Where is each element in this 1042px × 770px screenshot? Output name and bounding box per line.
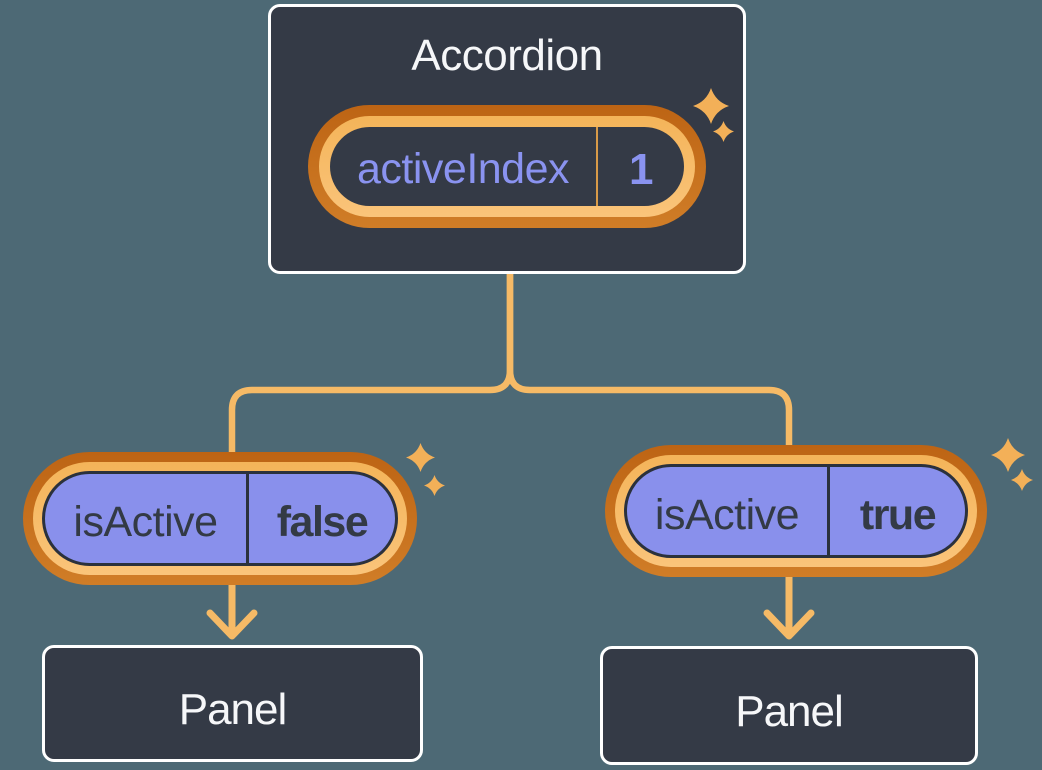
- prop-pill-divider: [827, 467, 830, 555]
- prop-value: false: [276, 498, 369, 546]
- prop-name-label: isActive: [654, 490, 800, 539]
- state-pill-core: activeIndex 1: [330, 127, 684, 206]
- state-pill-inner-ring: activeIndex 1: [319, 116, 695, 217]
- sparkle-icon: [693, 88, 729, 124]
- panel-title: Panel: [735, 686, 844, 736]
- prop-pill-inner-ring: isActive true: [615, 455, 977, 567]
- sparkle-icon: [424, 475, 445, 496]
- state-name-label: activeIndex: [356, 145, 570, 193]
- wire-accordion-to-right-pill: [506, 270, 793, 449]
- sparkle-icon: [1011, 469, 1033, 491]
- prop-name-label: isActive: [73, 498, 218, 546]
- sparkle-icon: [406, 443, 435, 472]
- accordion-title: Accordion: [411, 31, 603, 80]
- sparkle-icon: [713, 121, 734, 142]
- prop-pill-inner-ring: isActive false: [33, 462, 407, 575]
- panel-node-left: Panel: [42, 645, 423, 762]
- prop-pill-divider: [246, 474, 249, 563]
- prop-pill-isactive-left: isActive false: [23, 452, 417, 585]
- sparkle-icon: [991, 438, 1025, 472]
- state-value: 1: [629, 144, 653, 194]
- state-pill-divider: [596, 127, 598, 206]
- panel-node-right: Panel: [600, 646, 978, 765]
- prop-pill-core: isActive true: [624, 464, 968, 558]
- prop-pill-core: isActive false: [42, 471, 398, 566]
- arrow-right-pill-to-panel: [763, 573, 815, 640]
- panel-title: Panel: [178, 684, 288, 734]
- accordion-component-node: Accordion activeIndex 1: [268, 4, 746, 274]
- prop-value: true: [859, 490, 937, 539]
- prop-pill-isactive-right: isActive true: [605, 445, 987, 577]
- state-pill-active-index: activeIndex 1: [308, 105, 706, 228]
- wire-accordion-to-left-pill: [228, 270, 514, 456]
- arrow-left-pill-to-panel: [206, 581, 258, 640]
